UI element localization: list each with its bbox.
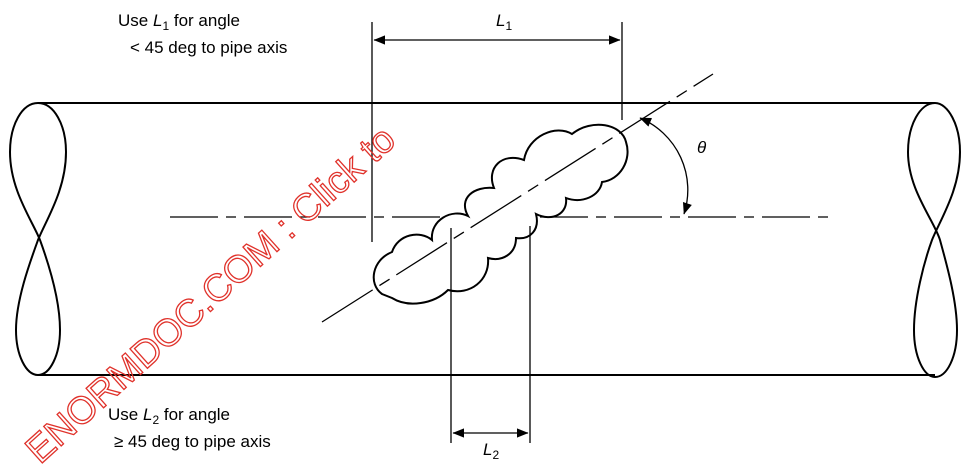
flaw-outline xyxy=(372,123,629,305)
l2-note-line2: ≥ 45 deg to pipe axis xyxy=(114,432,271,451)
l1-note-line2: < 45 deg to pipe axis xyxy=(130,38,287,57)
flaw-axis-line xyxy=(321,73,714,323)
l2-dimension-label: L2 xyxy=(483,440,499,462)
pipe-left-end xyxy=(8,102,68,377)
l2-dimension xyxy=(450,226,531,443)
l1-dimension xyxy=(371,22,623,242)
l2-note-line1: Use L2 for angle xyxy=(108,405,230,427)
l1-note-line1: Use L1 for angle xyxy=(118,11,240,33)
l1-dimension-label: L1 xyxy=(496,11,512,33)
pipe xyxy=(8,102,962,379)
theta-label: θ xyxy=(697,138,707,157)
pipe-right-end xyxy=(906,102,962,379)
theta-angle-arc xyxy=(639,117,692,215)
